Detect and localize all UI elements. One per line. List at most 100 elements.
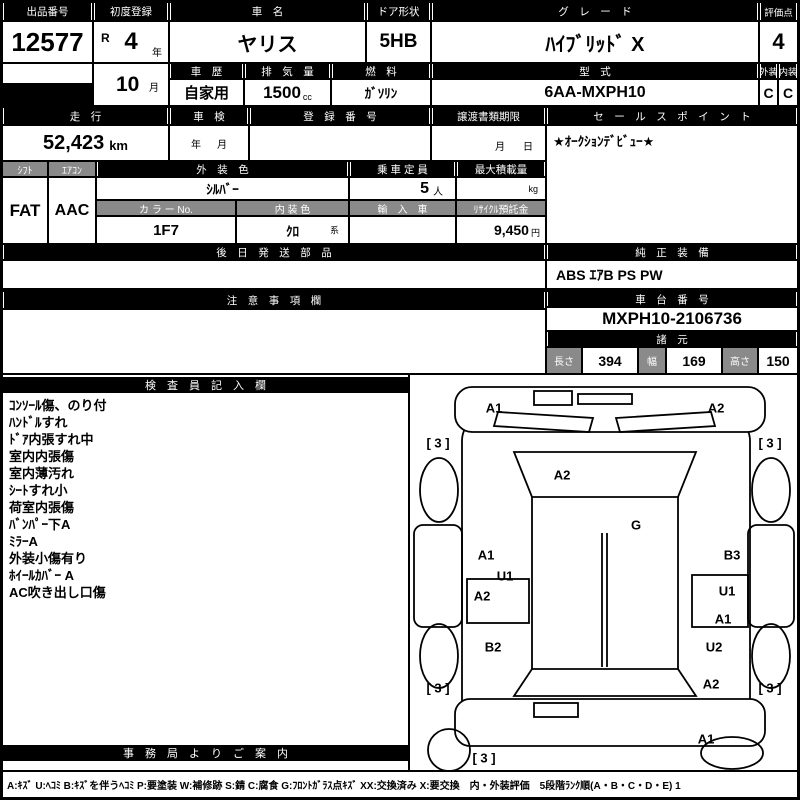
displacement-unit: cc xyxy=(302,91,312,102)
muffler xyxy=(700,736,764,770)
recycle-deposit-value: 9,450 円 xyxy=(457,217,545,243)
damage-code-label: A1 xyxy=(697,731,715,747)
equipment-value: ABS ｴｱB PS PW xyxy=(547,261,797,288)
damage-code-label: [ 3 ] xyxy=(472,750,496,766)
first-reg-year-cell: R 4 年 xyxy=(94,22,168,62)
rear-window xyxy=(512,668,698,697)
sales-point-label: セ ー ル ス ポ イ ン ト xyxy=(547,108,797,124)
rear-plate xyxy=(533,702,579,718)
first-reg-label: 初度登録 xyxy=(94,3,168,20)
car-name-label: 車 名 xyxy=(170,3,365,20)
inspection-note-line: AC吹き出し口傷 xyxy=(9,585,106,600)
width-value: 169 xyxy=(667,348,721,373)
sales-point-value: ★ｵｰｸｼｮﾝﾃﾞﾋﾞｭｰ★ xyxy=(547,126,797,243)
grille-left xyxy=(492,411,595,433)
reg-no-value xyxy=(250,126,430,160)
inspection-notes: ｺﾝｿｰﾙ傷、のり付ﾊﾝﾄﾞﾙすれﾄﾞｱ内張すれ中室内内張傷室内薄汚れｼｰﾄすれ… xyxy=(9,397,107,601)
max-load-label: 最大積載量 xyxy=(457,162,545,176)
spec-label: 諸 元 xyxy=(547,332,797,346)
damage-code-label: A2 xyxy=(707,400,725,416)
score-value: 4 xyxy=(760,22,797,62)
damage-code-label: [ 3 ] xyxy=(426,680,450,696)
damage-code-label: A1 xyxy=(714,611,732,627)
shaken-value: 年 月 xyxy=(170,126,248,160)
chassis-no-label: 車 台 番 号 xyxy=(547,292,797,306)
height-label: 高さ xyxy=(723,348,757,373)
length-value: 394 xyxy=(583,348,637,373)
recycle-unit: 円 xyxy=(530,227,540,238)
exterior-color-label: 外 装 色 xyxy=(97,162,348,176)
capacity-label: 乗 車 定 員 xyxy=(350,162,455,176)
exterior-color-value: ｼﾙﾊﾞｰ xyxy=(97,178,348,199)
import-label: 輸 入 車 xyxy=(350,201,455,216)
shaken-year-unit: 年 xyxy=(191,139,201,151)
legend-text: A:ｷｽﾞ U:ﾍｺﾐ B:ｷｽﾞを伴うﾍｺﾐ P:要塗装 W:補修跡 S:錆 … xyxy=(3,772,797,797)
transfer-deadline-label: 譲渡書類期限 xyxy=(432,108,545,124)
history-value: 自家用 xyxy=(170,80,243,105)
inspection-note-line: 外装小傷有り xyxy=(9,551,88,566)
inspection-note-line: ｼｰﾄすれ小 xyxy=(9,483,68,498)
inspection-note-line: 室内薄汚れ xyxy=(9,466,75,481)
left-damage-box xyxy=(466,578,530,624)
mileage-value: 52,423 km xyxy=(3,126,168,160)
rear-right-wheel xyxy=(751,623,791,689)
door-shape-value: 5HB xyxy=(367,22,430,62)
ac-value: AAC xyxy=(49,178,95,243)
displacement-label: 排 気 量 xyxy=(245,64,330,78)
interior-label: 内装 xyxy=(779,64,797,78)
inspection-note-line: ｺﾝｿｰﾙ傷、のり付 xyxy=(9,398,107,413)
mileage-unit: km xyxy=(109,137,128,153)
color-no-value: 1F7 xyxy=(97,217,235,243)
damage-code-label: U1 xyxy=(718,583,736,599)
era-value: R xyxy=(101,31,110,45)
reg-no-label: 登 録 番 号 xyxy=(250,108,430,124)
height-value: 150 xyxy=(759,348,797,373)
inspection-note-line: 荷室内張傷 xyxy=(9,500,75,515)
later-parts-label: 後 日 発 送 部 品 xyxy=(3,245,545,259)
transfer-day-unit: 日 xyxy=(523,142,533,153)
mileage-label: 走 行 xyxy=(3,108,168,124)
equipment-label: 純 正 装 備 xyxy=(547,245,797,259)
ac-label: ｴｱｺﾝ xyxy=(49,162,95,177)
shaken-label: 車 検 xyxy=(170,108,248,124)
car-name-value: ヤリス xyxy=(170,22,365,62)
damage-code-label: G xyxy=(630,517,642,533)
interior-grade-value: C xyxy=(779,80,797,105)
front-left-wheel xyxy=(419,457,459,523)
score-label: 評価点 xyxy=(760,3,797,20)
import-value xyxy=(350,217,455,243)
displacement-number: 1500 xyxy=(263,82,301,102)
rear-left-wheel xyxy=(419,623,459,689)
shift-label: ｼﾌﾄ xyxy=(3,162,47,177)
displacement-value: 1500 cc xyxy=(245,80,330,105)
exhibit-no-value: 12577 xyxy=(3,22,92,62)
notice-label: 注 意 事 項 欄 xyxy=(3,292,545,308)
rear-bumper xyxy=(454,698,766,747)
length-label: 長さ xyxy=(547,348,581,373)
grade-label: グ レ ー ド xyxy=(432,3,758,20)
notice-value xyxy=(3,310,545,373)
chassis-no-value: MXPH10-2106736 xyxy=(547,308,797,330)
history-label: 車 歴 xyxy=(170,64,243,78)
recycle-deposit-label: ﾘｻｲｸﾙ預託金 xyxy=(457,201,545,216)
door-shape-label: ドア形状 xyxy=(367,3,430,20)
exhibit-no-label: 出品番号 xyxy=(3,3,92,20)
inspection-note-line: ﾎｲｰﾙｶﾊﾞｰ A xyxy=(9,568,74,583)
front-right-wheel xyxy=(751,457,791,523)
capacity-unit: 人 xyxy=(433,187,443,198)
interior-color-text: ｸﾛ xyxy=(286,223,299,239)
damage-code-label: B3 xyxy=(723,547,741,563)
inspector-panel: 検 査 員 記 入 欄 ｺﾝｿｰﾙ傷、のり付ﾊﾝﾄﾞﾙすれﾄﾞｱ内張すれ中室内内… xyxy=(3,375,408,770)
transfer-deadline-value: 月 日 xyxy=(432,126,545,160)
grille-right xyxy=(614,411,717,433)
damage-code-label: A2 xyxy=(473,588,491,604)
grade-value: ﾊｲﾌﾞﾘｯﾄﾞ X xyxy=(432,22,758,62)
damage-code-label: A2 xyxy=(553,467,571,483)
max-load-value: kg xyxy=(457,178,545,199)
front-bumper xyxy=(454,386,766,433)
front-plate-2 xyxy=(577,393,633,405)
mileage-number: 52,423 xyxy=(43,131,105,154)
capacity-value: 5 人 xyxy=(350,178,455,199)
model-value: 6AA-MXPH10 xyxy=(432,80,758,105)
